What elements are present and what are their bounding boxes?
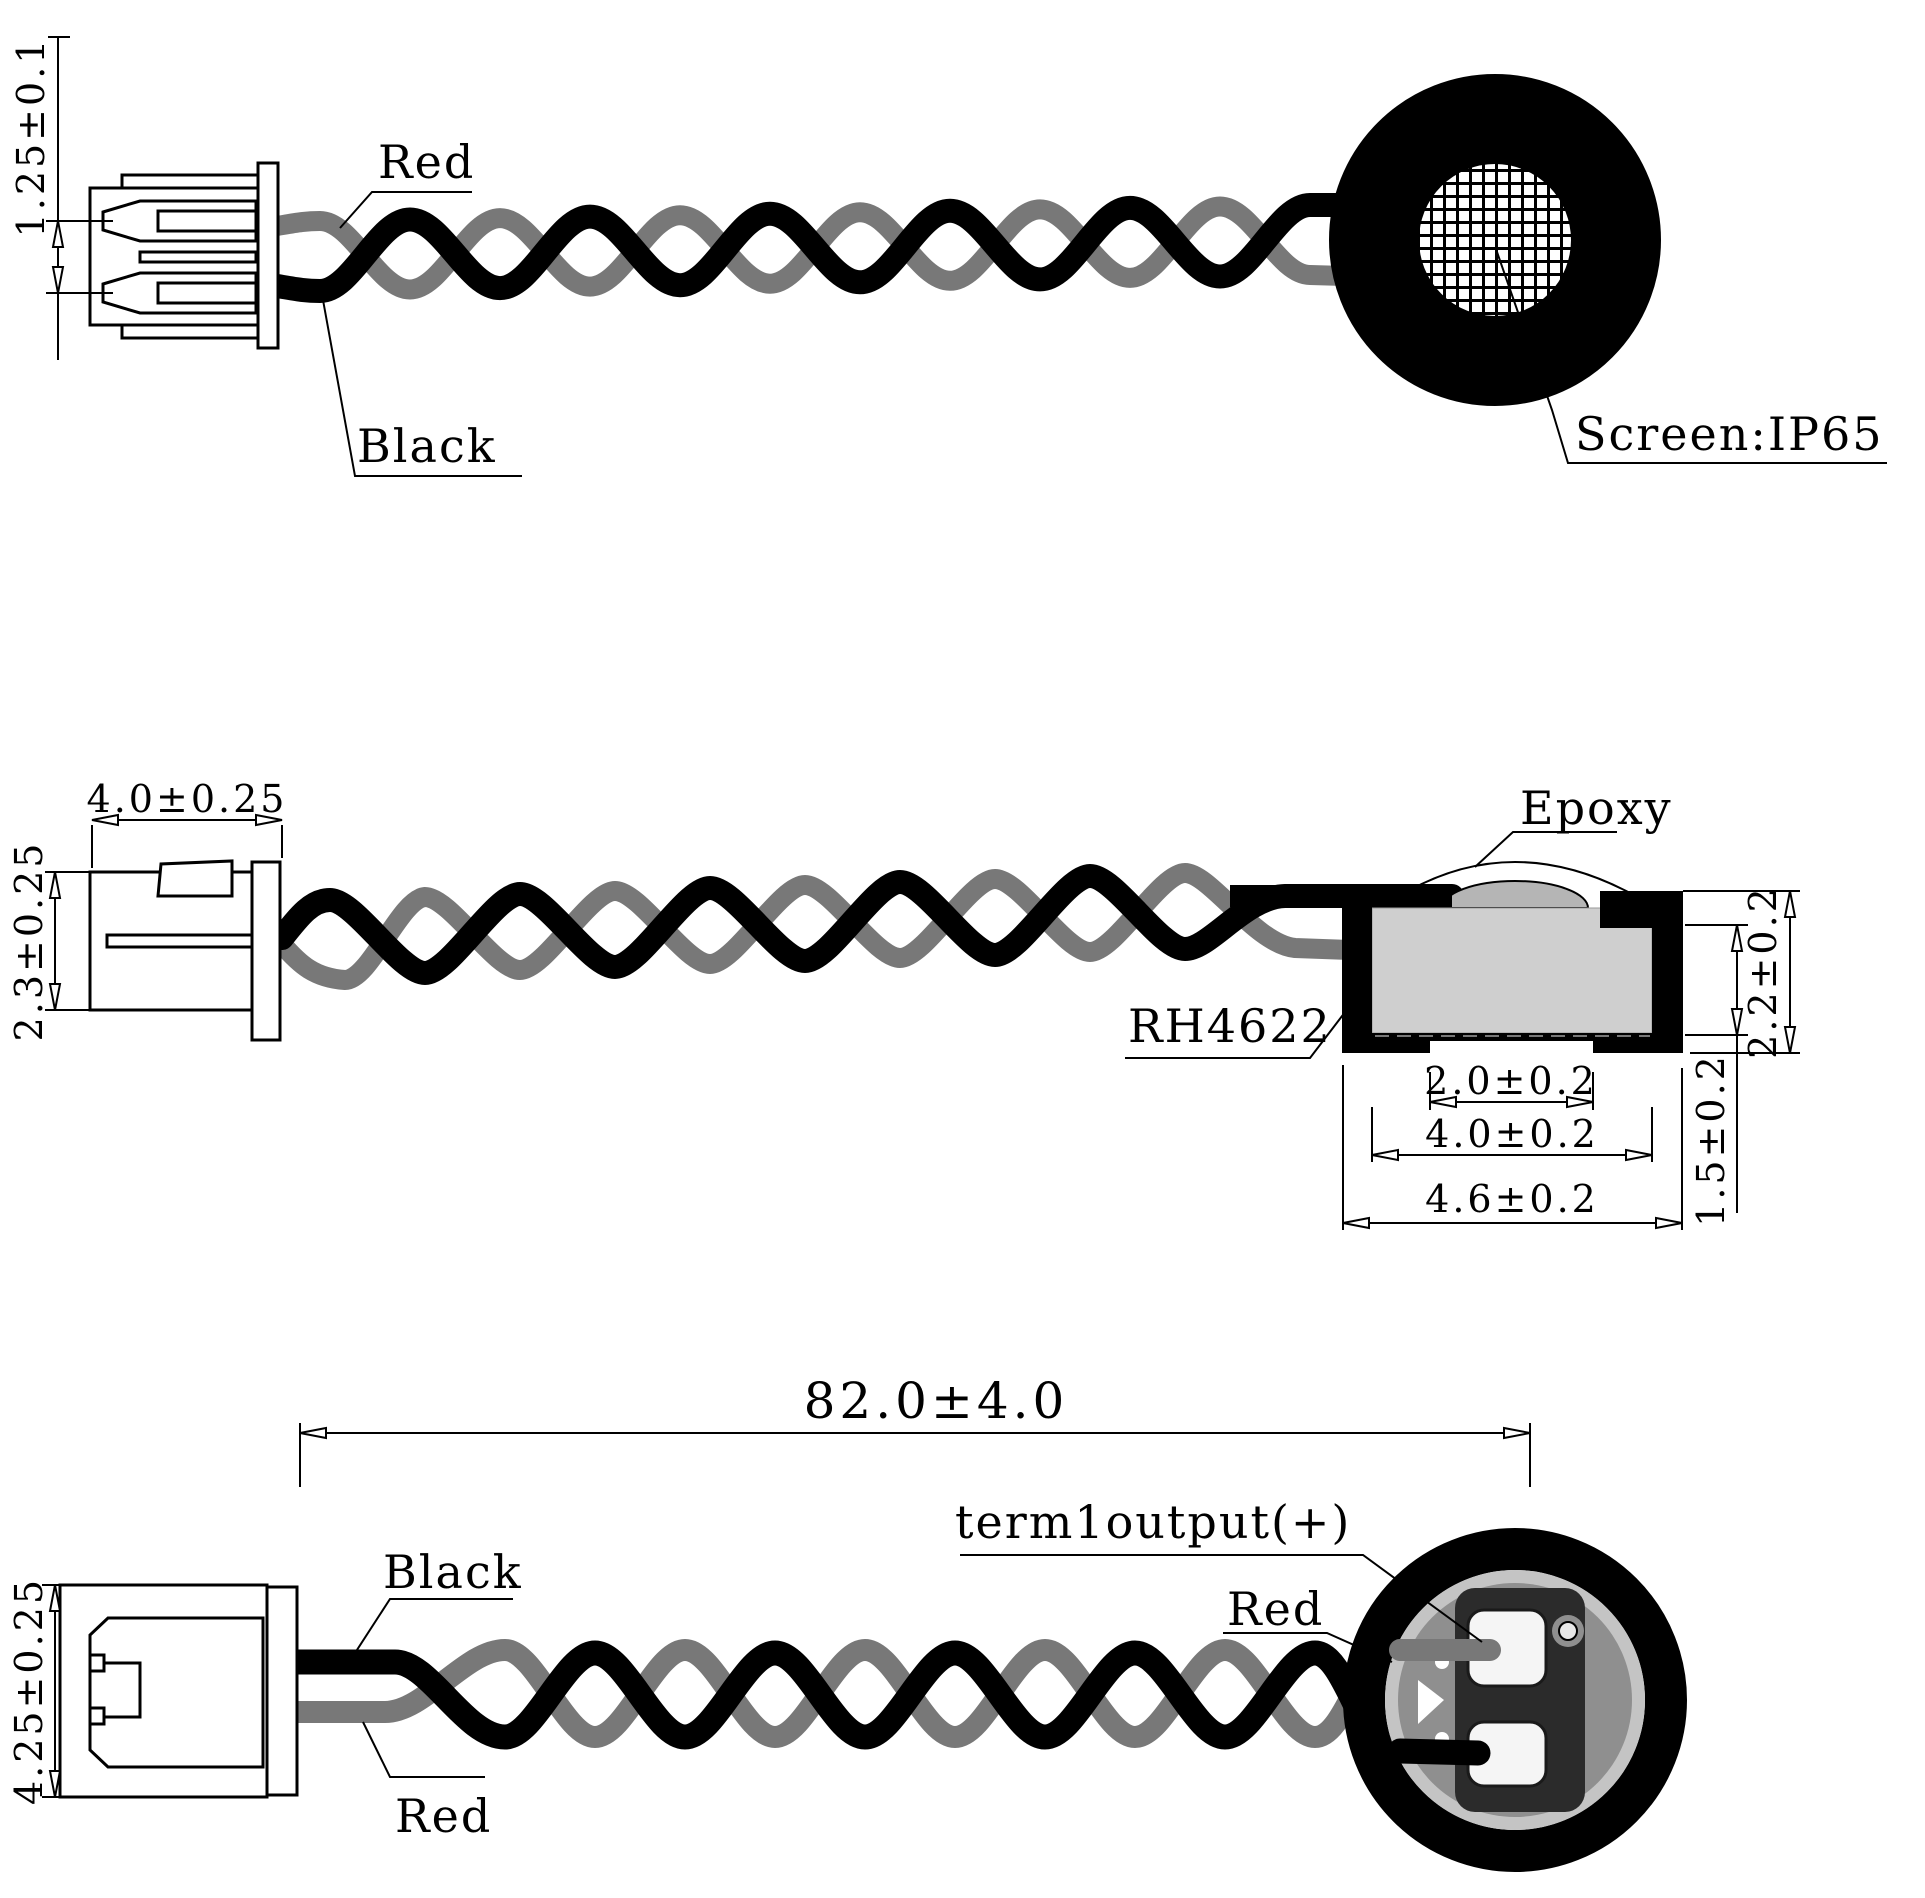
speaker-ring [1329,74,1661,406]
buzzer-right-wall [1600,891,1683,1053]
epoxy-dome [1440,880,1590,909]
connector-center-rib [138,250,258,264]
dim-connector-width: 4.0±0.25 [87,777,288,868]
dim-connector-width-label: 4.0±0.25 [87,777,288,821]
arrowhead-up [51,220,65,248]
epoxy-label: Epoxy [1520,781,1673,835]
dim-overall-width: 4.6±0.2 [1342,1065,1683,1230]
bottom-view: 82.0±4.0 4.25±0.25 Black Red [7,1372,1687,1872]
model-callout: RH4622 [1125,999,1353,1059]
model-label: RH4622 [1128,999,1332,1053]
dim-connector-plan-height-label: 4.25±0.25 [7,1577,51,1805]
black-label-bottom: Black [383,1545,523,1599]
dim-slot-width-label: 2.0±0.2 [1424,1059,1598,1103]
dim-cable-length-label: 82.0±4.0 [804,1372,1069,1430]
black-wire-callout-top: Black [322,299,522,477]
speaker-mesh-screen [1417,162,1573,318]
connector-plan-view [58,1583,299,1799]
top-view: 1.25±0.1 Red Black Screen:IP65 [9,36,1887,477]
connector-top-tab [120,173,260,190]
screen-leader-line [1496,251,1887,464]
epoxy-callout: Epoxy [1474,781,1673,868]
buzzer-body-block [1371,907,1653,1034]
arrowhead-down [51,266,65,294]
connector-flange-side [250,860,282,1042]
black-wire-bottom-view [284,1640,1478,1766]
connector-key-nub-top [88,1653,106,1673]
black-wire-tip [1387,1738,1491,1766]
dim-overall-height: 2.2±0.2 [1683,885,1800,1059]
connector-latch [156,859,234,898]
buzzer-back-ring [1343,1528,1687,1872]
dim-connector-height-label: 2.3±0.25 [7,841,51,1042]
dim-base-height-label: 1.5±0.2 [1689,1053,1733,1227]
polarity-arrow-icon [1418,1680,1444,1724]
red-wire-callout-bottom: Red [362,1721,492,1843]
dim-overall-height-label: 2.2±0.2 [1741,885,1785,1059]
dim-body-width-label: 4.0±0.2 [1425,1112,1599,1156]
connector-flange [256,161,280,350]
pin-contact-1 [156,209,258,233]
middle-view: 4.0±0.25 2.3±0.25 Epoxy RH462 [7,777,1800,1230]
red-label: Red [378,135,475,189]
buzzer-bottom-slot [1430,1041,1593,1053]
dim-connector-plan-height: 4.25±0.25 [7,1577,88,1805]
buzzer-left-wall [1342,900,1372,1053]
terminal-label: term1output(+) [955,1495,1351,1549]
screen-label: Screen:IP65 [1575,407,1884,461]
pin-contact-2 [156,281,258,305]
red-wire-callout-buzzer: Red [1223,1582,1393,1663]
connector-pin-slot [105,933,254,949]
connector-flange-plan [265,1585,299,1797]
red-label-bottom: Red [395,1789,492,1843]
black-wire-middle-view [270,864,1464,985]
red-label-buzzer: Red [1227,1582,1324,1636]
black-wire-callout-bottom: Black [354,1545,523,1654]
plate-hole [1558,1621,1578,1641]
terminal-callout: term1output(+) [955,1495,1483,1643]
dim-pin-pitch: 1.25±0.1 [9,36,113,360]
speaker-front-view: Screen:IP65 [1329,74,1887,464]
dim-pin-pitch-label: 1.25±0.1 [9,37,53,238]
red-wire-top-view [267,196,1355,300]
dim-connector-height: 2.3±0.25 [7,841,90,1042]
connector-cavity [88,1616,265,1769]
dim-cable-length: 82.0±4.0 [299,1372,1531,1487]
buzzer-back-view [1343,1528,1687,1872]
dim-body-width: 4.0±0.2 [1371,1107,1653,1162]
connector-bottom-tab [120,323,260,340]
connector-top-view [88,161,280,350]
black-wire-top-view [265,193,1357,303]
connector-side-view [88,859,282,1042]
dim-slot-width: 2.0±0.2 [1424,1059,1598,1110]
dim-overall-width-label: 4.6±0.2 [1425,1177,1599,1221]
epoxy-outline-arc [1407,861,1631,894]
buzzer-top-lead [1230,885,1452,907]
red-wire-middle-view [272,863,1360,990]
connector-key-nub-bottom [88,1706,106,1726]
black-label: Black [357,419,497,473]
red-wire-callout-top: Red [339,135,475,229]
dim-base-height: 1.5±0.2 [1685,924,1748,1227]
buzzer-side-view [1230,861,1683,1053]
